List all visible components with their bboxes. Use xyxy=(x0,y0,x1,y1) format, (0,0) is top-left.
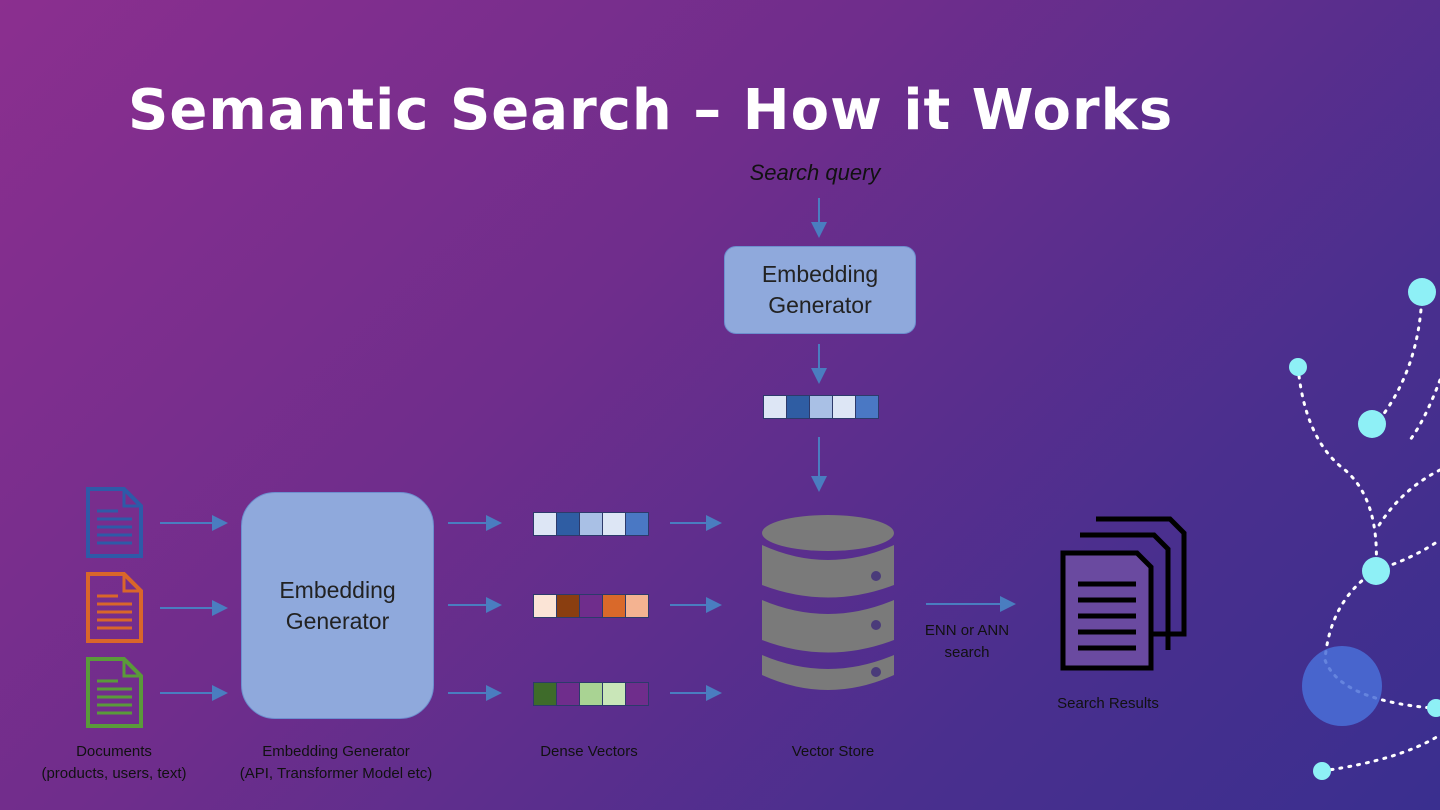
vector-cell xyxy=(534,595,557,617)
generator-label-line2: Generator xyxy=(768,292,872,318)
vector-cell xyxy=(603,595,626,617)
document-icon-blue xyxy=(86,487,143,558)
dense-vector-blue xyxy=(533,512,649,536)
document-icon-green xyxy=(86,657,143,728)
vector-cell xyxy=(856,396,878,418)
vector-cell xyxy=(626,683,648,705)
generator-label-line2: Generator xyxy=(285,607,390,634)
decorative-nodes xyxy=(1289,278,1440,780)
documents-caption: Documents (products, users, text) xyxy=(41,743,187,782)
vector-cell xyxy=(580,683,603,705)
search-results-icon xyxy=(1060,516,1187,671)
search-method-label: ENN or ANN search xyxy=(924,622,1010,661)
document-embedding-generator: Embedding Generator xyxy=(241,492,434,719)
vector-cell xyxy=(580,513,603,535)
flow-arrows xyxy=(160,198,1016,701)
database-icon xyxy=(762,515,894,690)
slide-title: Semantic Search – How it Works xyxy=(128,78,1174,143)
dense-vectors-caption: Dense Vectors xyxy=(540,743,638,760)
vector-cell xyxy=(626,595,648,617)
vector-cell xyxy=(810,396,833,418)
search-results-caption: Search Results xyxy=(1057,695,1159,712)
generator-label-line1: Embedding xyxy=(761,261,879,287)
vector-cell xyxy=(833,396,856,418)
vector-cell xyxy=(580,595,603,617)
dense-vector-orange xyxy=(533,594,649,618)
vector-cell xyxy=(626,513,648,535)
search-query-label: Search query xyxy=(749,160,881,185)
generator-label-line1: Embedding xyxy=(279,576,396,603)
vector-cell xyxy=(787,396,810,418)
document-icon-orange xyxy=(86,572,143,643)
decorative-orb xyxy=(1302,646,1382,726)
vector-cell xyxy=(534,513,557,535)
embedding-generator-caption: Embedding Generator (API, Transformer Mo… xyxy=(239,743,433,782)
vector-cell xyxy=(764,396,787,418)
query-embedding-generator: Embedding Generator xyxy=(724,246,916,334)
dense-vector-green xyxy=(533,682,649,706)
vector-cell xyxy=(603,683,626,705)
vector-cell xyxy=(557,595,580,617)
vector-store-caption: Vector Store xyxy=(791,743,875,760)
vector-cell xyxy=(557,513,580,535)
vector-cell xyxy=(603,513,626,535)
query-vector xyxy=(763,395,879,419)
vector-cell xyxy=(557,683,580,705)
vector-cell xyxy=(534,683,557,705)
